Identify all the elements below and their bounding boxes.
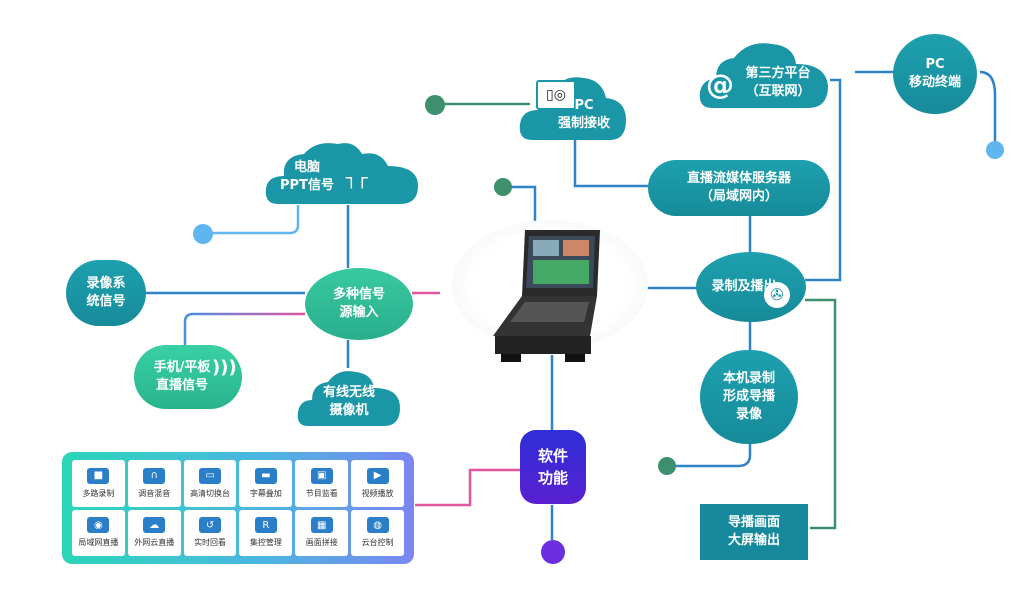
- feature-label: 调音混音: [138, 488, 171, 498]
- multi-source-input-node: 多种信号 源输入: [305, 268, 413, 340]
- feature-label: 视频播放: [361, 488, 394, 498]
- feature-cell: ▣ 节目监看: [295, 460, 349, 507]
- big-screen-output-node: 导播画面 大屏输出: [700, 504, 808, 560]
- pc-force-receive-cloud: ▯◎ PC 强制接收: [518, 70, 630, 142]
- feature-label: 局域网直播: [78, 538, 119, 548]
- phone-tablet-label: 手机/平板 直播信号: [153, 360, 211, 393]
- feature-cell: ▦ 画面拼接: [295, 509, 349, 556]
- headphones-icon: ∩: [143, 467, 166, 484]
- replay-icon: ↺: [199, 517, 222, 534]
- connector-dot: [986, 141, 1004, 159]
- pc-force-receive-label: PC 强制接收: [557, 98, 610, 131]
- pc-ppt-cloud: 电脑 PPT信号 ┐┌: [262, 140, 422, 206]
- connector-dot: [541, 540, 565, 564]
- feature-label: 字幕叠加: [249, 488, 282, 498]
- cloud-live-icon: ☁: [143, 517, 166, 534]
- feature-cell: ■ 多路录制: [72, 460, 125, 507]
- connector-dot: [425, 95, 445, 115]
- feature-cell: ▶ 视频播放: [351, 460, 404, 507]
- laptop-icon: [493, 230, 600, 362]
- record-broadcast-node: 录制及播出 ✇: [696, 252, 806, 322]
- switcher-icon: ▭: [199, 467, 222, 484]
- feature-label: 实时回看: [194, 538, 227, 548]
- third-party-label: 第三方平台 （互联网）: [745, 66, 811, 99]
- camera-label: 有线无线 摄像机: [322, 385, 375, 418]
- third-party-cloud: @ 第三方平台 （互联网）: [696, 38, 832, 110]
- subtitle-icon: ▬: [254, 467, 277, 484]
- connector-dot: [494, 178, 512, 196]
- camera-cloud: 有线无线 摄像机: [296, 368, 402, 428]
- software-features-panel: ■ 多路录制 ∩ 调音混音 ▭ 高清切换台 ▬ 字幕叠加 ▣ 节目监看 ▶ 视频播放 ◉ 局域网直播 ☁ 外网…: [62, 452, 414, 564]
- pc-mobile-node: PC 移动终端: [893, 34, 977, 114]
- feature-label: 画面拼接: [305, 538, 338, 548]
- record-broadcast-label: 录制及播出: [711, 279, 777, 294]
- play-icon: ▶: [366, 467, 389, 484]
- record-system-node: 录像系 统信号: [66, 260, 146, 326]
- lan-camera-icon: ◉: [87, 517, 110, 534]
- feature-label: 云台控制: [361, 538, 394, 548]
- feature-label: 多路录制: [82, 488, 115, 498]
- software-function-node: 软件 功能: [520, 430, 586, 504]
- feature-cell: ☁ 外网云直播: [127, 509, 181, 556]
- streaming-server-node: 直播流媒体服务器 （局域网内）: [648, 160, 830, 216]
- ptz-icon: ◍: [366, 517, 389, 534]
- camera-icon: ■: [87, 467, 110, 484]
- film-reel-icon: ✇: [764, 282, 790, 308]
- wifi-icon: ))): [212, 357, 237, 378]
- feature-label: 集控管理: [249, 538, 282, 548]
- projector-icon: ▯◎: [536, 80, 576, 110]
- pc-ppt-label: 电脑 PPT信号: [280, 160, 334, 193]
- features-grid: ■ 多路录制 ∩ 调音混音 ▭ 高清切换台 ▬ 字幕叠加 ▣ 节目监看 ▶ 视频播放 ◉ 局域网直播 ☁ 外网…: [72, 460, 404, 556]
- connector-dot: [193, 224, 213, 244]
- feature-cell: R 集控管理: [239, 509, 293, 556]
- phone-tablet-node: 手机/平板 直播信号 ))): [134, 345, 242, 409]
- feature-cell: ▭ 高清切换台: [183, 460, 237, 507]
- feature-cell: ∩ 调音混音: [127, 460, 181, 507]
- monitor-icon: ▣: [310, 467, 333, 484]
- feature-cell: ◍ 云台控制: [351, 509, 404, 556]
- feature-label: 高清切换台: [190, 488, 231, 498]
- feature-cell: ◉ 局域网直播: [72, 509, 125, 556]
- grid-icon: ▦: [310, 517, 333, 534]
- remote-icon: R: [254, 517, 277, 534]
- connector-dot: [658, 457, 676, 475]
- at-sign-icon: @: [706, 68, 734, 101]
- feature-cell: ▬ 字幕叠加: [239, 460, 293, 507]
- feature-label: 外网云直播: [134, 538, 175, 548]
- feature-cell: ↺ 实时回看: [183, 509, 237, 556]
- feature-label: 节目监看: [305, 488, 338, 498]
- local-record-node: 本机录制 形成导播 录像: [700, 350, 798, 444]
- vga-connector-icon: ┐┌: [346, 168, 368, 189]
